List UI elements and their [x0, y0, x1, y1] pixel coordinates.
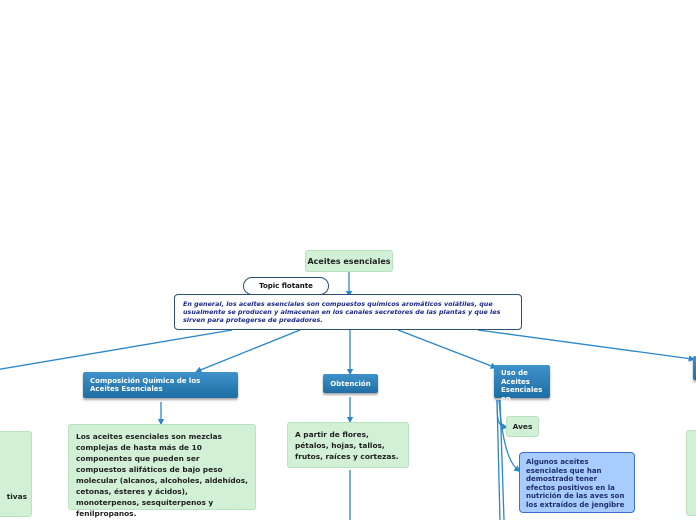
- composicion-detail-text: Los aceites esenciales son mezclas compl…: [76, 432, 248, 518]
- obtencion-node[interactable]: Obtención: [323, 374, 378, 393]
- connector-definition-uso: [397, 329, 498, 369]
- aves-label: Aves: [512, 422, 533, 431]
- floating-topic-label: Topic flotante: [259, 282, 313, 290]
- connector-definition-composicion: [194, 329, 301, 373]
- root-node[interactable]: Aceites esenciales: [305, 250, 393, 272]
- obtencion-label: Obtención: [330, 379, 371, 388]
- definition-node[interactable]: En general, los aceites esenciales son c…: [174, 294, 522, 330]
- definition-text: En general, los aceites esenciales son c…: [183, 300, 501, 325]
- left-partial-text: tivas: [6, 492, 27, 501]
- root-node-label: Aceites esenciales: [307, 256, 391, 266]
- connector-definition-right: [477, 329, 696, 362]
- composicion-node[interactable]: Composición Química de los Aceites Esenc…: [83, 372, 238, 398]
- obtencion-detail-text: A partir de flores, pétalos, hojas, tall…: [295, 430, 399, 461]
- connector-left-offscreen: [0, 329, 233, 370]
- left-partial-node[interactable]: tivas: [0, 431, 32, 517]
- floating-topic[interactable]: Topic flotante: [243, 277, 329, 295]
- composicion-detail[interactable]: Los aceites esenciales son mezclas compl…: [68, 424, 256, 518]
- connector-uso-down-a: [496, 399, 501, 520]
- aves-detail[interactable]: Algunos aceites esenciales que han demos…: [519, 452, 635, 513]
- aves-node[interactable]: Aves: [506, 416, 539, 437]
- aves-detail-text: Algunos aceites esenciales que han demos…: [526, 458, 625, 509]
- right-partial-node[interactable]: [693, 356, 696, 380]
- composicion-label: Composición Química de los Aceites Esenc…: [90, 377, 201, 393]
- obtencion-detail[interactable]: A partir de flores, pétalos, hojas, tall…: [287, 422, 409, 468]
- uso-animales-node[interactable]: Uso de Aceites Esenciales en Animales: [494, 365, 550, 411]
- uso-animales-label: Uso de Aceites Esenciales en Animales: [501, 369, 543, 411]
- connector-uso-down-b: [499, 399, 505, 520]
- right-partial-detail[interactable]: [686, 430, 696, 516]
